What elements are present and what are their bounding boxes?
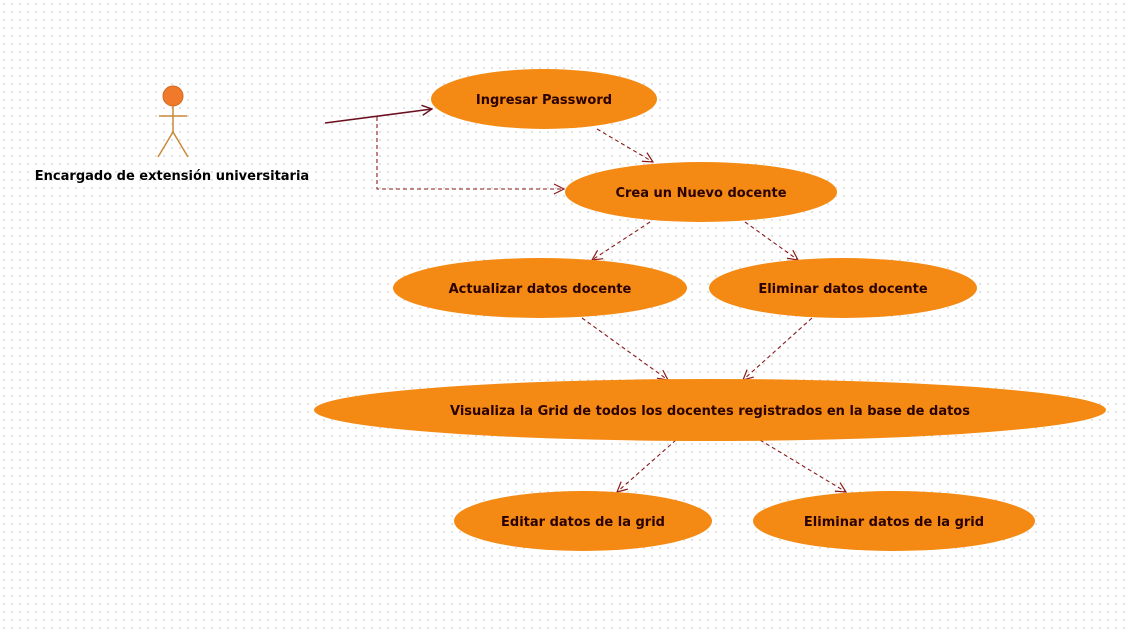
stick-figure-icon: [157, 85, 189, 158]
use-case-label: Crea un Nuevo docente: [615, 186, 786, 201]
actor-label: Encargado de extensión universitaria: [35, 169, 309, 184]
dependency-crea-to-actualizar: [592, 221, 651, 260]
dependency-eliminar-to-visualiza: [743, 317, 813, 380]
use-case-label: Ingresar Password: [476, 93, 612, 108]
association-actor-ingresar-password: [324, 109, 432, 124]
use-case-ingresar-password[interactable]: Ingresar Password: [431, 69, 657, 129]
dependency-ingresar-to-crea: [596, 128, 653, 162]
use-case-editar-datos-grid[interactable]: Editar datos de la grid: [454, 491, 712, 551]
use-case-eliminar-datos-docente[interactable]: Eliminar datos docente: [709, 258, 977, 318]
use-case-actualizar-datos-docente[interactable]: Actualizar datos docente: [393, 258, 687, 318]
use-case-visualiza-grid[interactable]: Visualiza la Grid de todos los docentes …: [314, 379, 1106, 441]
actor[interactable]: Encargado de extensión universitaria: [35, 85, 309, 184]
dependency-crea-to-eliminar: [744, 221, 798, 260]
dependency-actualizar-to-visualiza: [581, 317, 668, 380]
use-case-label: Actualizar datos docente: [449, 282, 632, 297]
use-case-label: Eliminar datos de la grid: [804, 515, 984, 530]
use-case-crea-nuevo-docente[interactable]: Crea un Nuevo docente: [565, 162, 837, 222]
use-case-label: Editar datos de la grid: [501, 515, 665, 530]
use-case-label: Eliminar datos docente: [758, 282, 927, 297]
use-case-label: Visualiza la Grid de todos los docentes …: [450, 404, 970, 419]
dependency-actor-crea-nuevo-docente: [376, 117, 564, 189]
dependency-visualiza-to-editar: [617, 439, 677, 492]
dependency-visualiza-to-eliminar-grid: [759, 439, 846, 492]
use-case-eliminar-datos-grid[interactable]: Eliminar datos de la grid: [753, 491, 1035, 551]
